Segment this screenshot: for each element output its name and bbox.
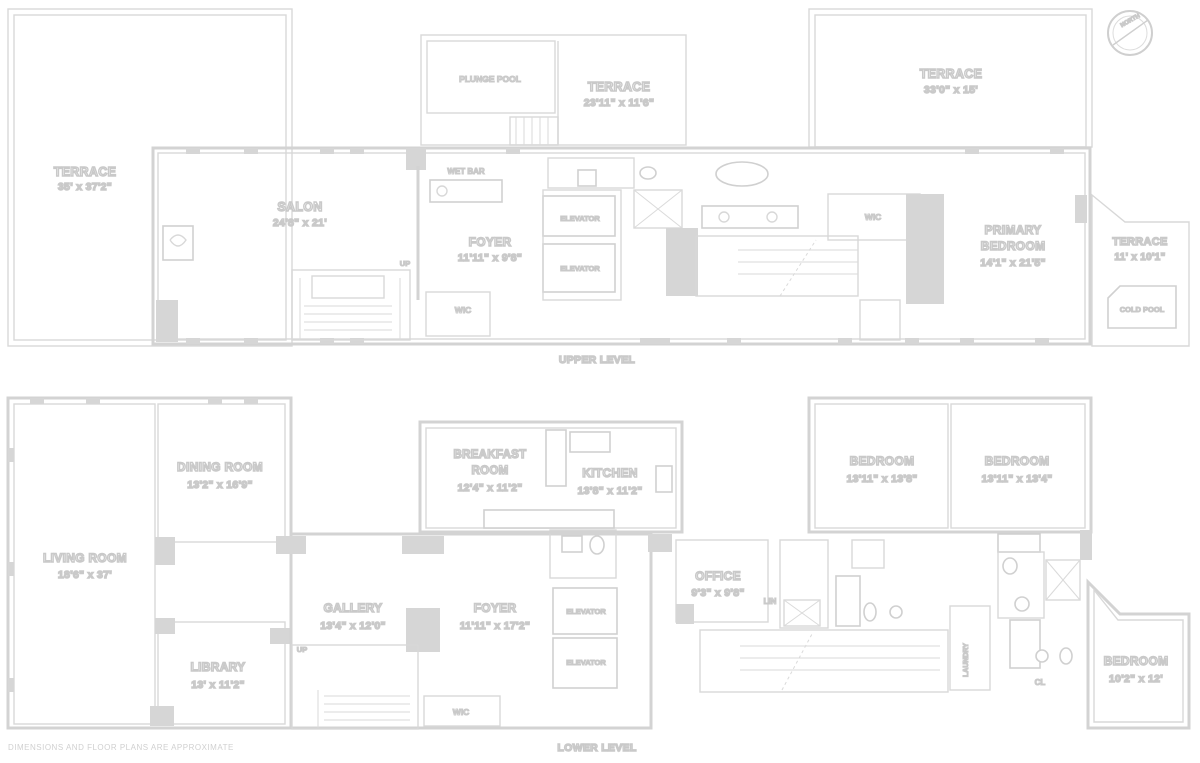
- cold-pool-label: COLD POOL: [1120, 305, 1165, 314]
- upper-elevator-1-label: ELEVATOR: [560, 214, 600, 223]
- bathtub-lower: [835, 575, 861, 627]
- elevator-upper-1: [542, 195, 616, 237]
- fireplace: [162, 225, 194, 261]
- wic-lower-outline: [423, 695, 501, 727]
- bedroom-2-outline: [950, 403, 1086, 529]
- primary-bedroom-name: PRIMARY: [985, 223, 1042, 237]
- wet-bar-label: WET BAR: [447, 167, 485, 176]
- lower-stair: [291, 644, 419, 730]
- lower-up-marker: UP: [297, 645, 307, 654]
- salon-dims: 24'8" x 21': [273, 217, 327, 229]
- kitchen-name: KITCHEN: [582, 466, 637, 480]
- upper-up-marker: UP: [400, 259, 410, 268]
- bedroom-1-dims: 13'11" x 13'8": [846, 473, 917, 485]
- bedroom-1-outline: [814, 403, 949, 529]
- terrace-east-name: TERRACE: [920, 67, 983, 81]
- upper-foyer-dims: 11'11" x 9'8": [458, 252, 522, 264]
- breakfast-room-dims: 12'4" x 11'2": [458, 482, 523, 494]
- living-room-name: LIVING ROOM: [43, 551, 127, 565]
- gallery-name: GALLERY: [324, 601, 383, 615]
- upper-stair: [291, 269, 411, 341]
- terrace-mid-name: TERRACE: [588, 80, 651, 94]
- terrace-mid-dims: 23'11" x 11'6": [584, 97, 655, 109]
- elevator-lower-1: [552, 587, 618, 635]
- upper-foyer-name: FOYER: [469, 235, 512, 249]
- upper-wic-salon-label: WIC: [455, 305, 472, 315]
- primary-bedroom-name-2: BEDROOM: [981, 239, 1046, 253]
- lower-foyer-dims: 11'11" x 17'2": [460, 620, 531, 632]
- dining-room-dims: 13'2" x 16'9": [187, 479, 253, 491]
- bedroom-2-name: BEDROOM: [985, 454, 1050, 468]
- elevator-lower-2: [552, 637, 618, 689]
- bedroom-3-dims: 10'2" x 12': [1109, 673, 1163, 685]
- salon-name: SALON: [277, 200, 322, 214]
- lower-level: [6, 396, 1191, 730]
- compass-rose-icon: NORTH: [1107, 10, 1153, 56]
- terrace-west-dims: 35' x 37'2": [58, 181, 112, 193]
- terrace-small-name: TERRACE: [1112, 236, 1167, 248]
- laundry-label: LAUNDRY: [963, 643, 970, 677]
- breakfast-room-name: BREAKFAST: [454, 449, 527, 461]
- primary-bedroom-dims: 14'1" x 21'5": [980, 257, 1046, 269]
- kitchen-island: [545, 429, 567, 487]
- office-dims: 9'3" x 9'8": [691, 587, 744, 599]
- living-room-dims: 18'6" x 37': [58, 569, 112, 581]
- office-name: OFFICE: [695, 569, 741, 583]
- bedroom-3-name: BEDROOM: [1104, 654, 1169, 668]
- lower-elevator-1-label: ELEVATOR: [566, 607, 606, 616]
- kitchen-dims: 13'8" x 11'2": [578, 485, 643, 497]
- gallery-dims: 13'4" x 12'0": [320, 620, 386, 632]
- library-dims: 13' x 11'2": [191, 679, 245, 691]
- disclaimer: DIMENSIONS AND FLOOR PLANS ARE APPROXIMA…: [8, 743, 234, 752]
- breakfast-room-name-2: ROOM: [472, 465, 509, 477]
- lower-foyer-name: FOYER: [474, 601, 517, 615]
- lower-elevator-2-label: ELEVATOR: [566, 658, 606, 667]
- bedroom-2-dims: 13'11" x 13'4": [981, 473, 1052, 485]
- wet-bar-counter: [429, 179, 503, 203]
- cl-label: CL: [1035, 678, 1046, 687]
- terrace-small-dims: 11' x 10'1": [1114, 252, 1165, 263]
- office-outline: [675, 539, 769, 623]
- terrace-west-outline: [7, 8, 293, 347]
- bedroom-3-outline: [1093, 588, 1184, 723]
- wic-salon-outline: [425, 291, 491, 337]
- plunge-pool-label: PLUNGE POOL: [459, 74, 521, 84]
- library-name: LIBRARY: [191, 660, 246, 674]
- terrace-east-dims: 33'0" x 15': [924, 84, 978, 96]
- kitchen-counter: [483, 509, 615, 529]
- bathtub: [715, 161, 769, 187]
- dining-room-name: DINING ROOM: [177, 460, 263, 474]
- bedroom-1-name: BEDROOM: [850, 454, 915, 468]
- cold-pool-outline: [1107, 285, 1177, 329]
- upper-footprint: [151, 146, 1092, 346]
- upper-elevator-2-label: ELEVATOR: [560, 264, 600, 273]
- upper-level-label: UPPER LEVEL: [559, 354, 636, 366]
- plunge-pool-outline: [426, 40, 556, 114]
- powder-room: [549, 529, 617, 579]
- lower-wic-label: WIC: [453, 707, 470, 717]
- upper-level: [7, 8, 1190, 347]
- double-vanity: [701, 205, 799, 229]
- elevator-upper-2: [542, 243, 616, 293]
- upper-wic-primary-label: WIC: [865, 212, 882, 222]
- terrace-west-name: TERRACE: [54, 165, 117, 179]
- laundry-outline: [949, 605, 991, 691]
- lower-level-label: LOWER LEVEL: [557, 742, 636, 754]
- library-outline: [157, 621, 286, 725]
- terrace-small-outline: [1091, 193, 1190, 347]
- lin-label: LIN: [764, 597, 777, 606]
